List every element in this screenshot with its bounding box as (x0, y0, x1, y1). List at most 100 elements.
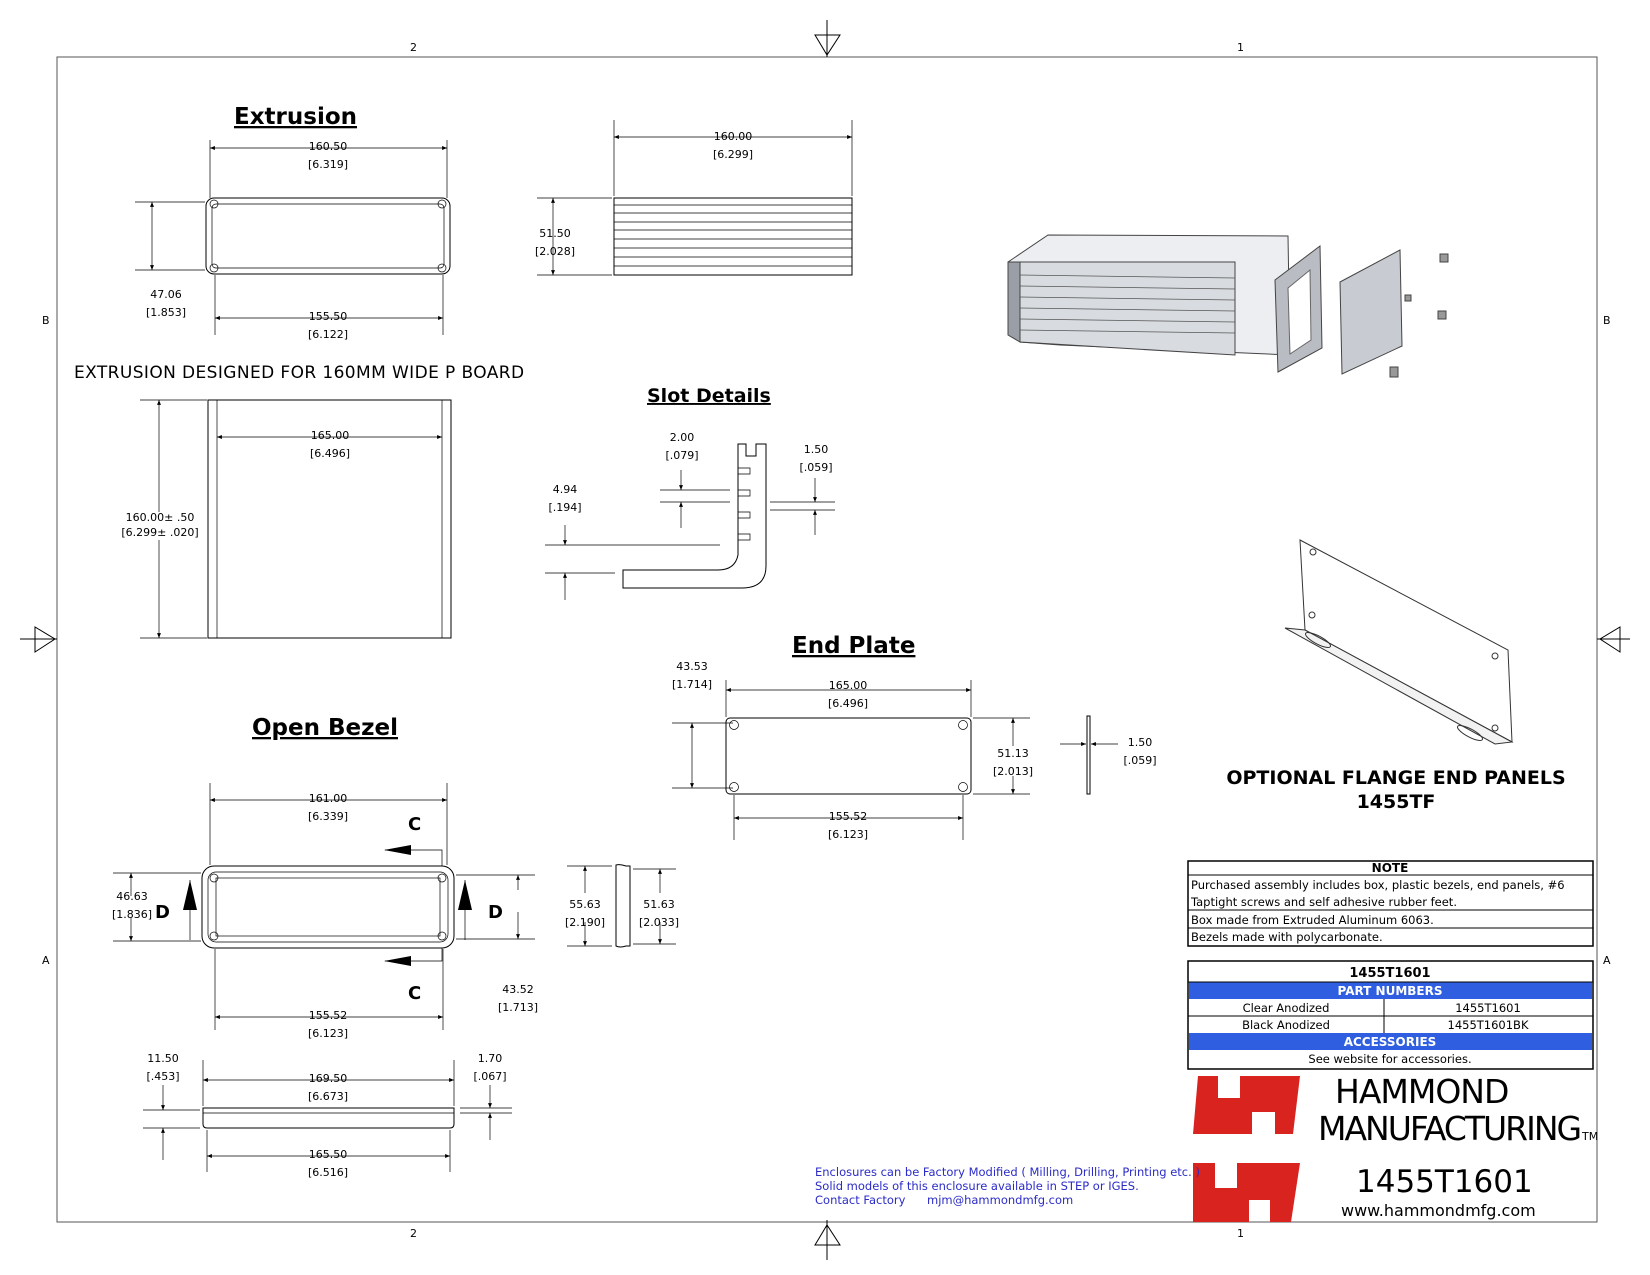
end-plate-width: 165.00 (829, 679, 868, 692)
extrusion-title: Extrusion (234, 104, 357, 130)
end-plate-title: End Plate (792, 633, 915, 659)
parts-accessories: See website for accessories. (1308, 1052, 1471, 1066)
section-c-top: C (408, 814, 421, 835)
note-row-2: Taptight screws and self adhesive rubber… (1190, 895, 1457, 909)
end-plate-height: 51.13 (997, 747, 1029, 760)
company-web: www.hammondmfg.com (1341, 1201, 1536, 1220)
side-length: 160.00 (714, 130, 753, 143)
extrusion-width-top: 160.50 (309, 140, 348, 153)
bezel-h2: 55.63 (569, 898, 601, 911)
end-plate-offset: 43.53 (676, 660, 708, 673)
end-plate-bottom: 155.52 (829, 810, 868, 823)
section-c-bottom: C (408, 983, 421, 1004)
parts-row-2-label: Black Anodized (1242, 1018, 1330, 1032)
open-bezel (113, 783, 676, 1172)
top-view (140, 399, 452, 639)
bezel-h2-in: [2.190] (565, 916, 605, 929)
end-plate-thick-in: [.059] (1123, 754, 1156, 767)
slot-d1: 2.00 (670, 431, 695, 444)
footer-contact-label: Contact Factory (815, 1193, 906, 1207)
bezel-w3: 165.50 (309, 1148, 348, 1161)
note-row-3: Box made from Extruded Aluminum 6063. (1191, 913, 1434, 927)
enclosure-isometric (1007, 234, 1449, 378)
section-d-left: D (155, 902, 170, 923)
note-table (1187, 860, 1594, 947)
extrusion-width-top-in: [6.319] (308, 158, 348, 171)
slot-d2-in: [.059] (799, 461, 832, 474)
bezel-h4: 43.52 (502, 983, 534, 996)
parts-table (1187, 960, 1594, 1070)
footer-line1: Enclosures can be Factory Modified ( Mil… (815, 1165, 1200, 1179)
bezel-bottom: 155.52 (309, 1009, 348, 1022)
zone-b-left: B (42, 314, 50, 327)
side-height: 51.50 (539, 227, 571, 240)
slot-title: Slot Details (647, 385, 771, 407)
bezel-w3-in: [6.516] (308, 1166, 348, 1179)
parts-row-1-part: 1455T1601 (1455, 1001, 1521, 1015)
board-note: EXTRUSION DESIGNED FOR 160MM WIDE P BOAR… (74, 363, 524, 383)
slot-d2: 1.50 (804, 443, 829, 456)
end-plate-thick: 1.50 (1128, 736, 1153, 749)
side-length-in: [6.299] (713, 148, 753, 161)
extrusion-profile (135, 140, 451, 335)
zone-2-top: 2 (410, 41, 417, 54)
note-row-4: Bezels made with polycarbonate. (1191, 930, 1383, 944)
end-plate-bottom-in: [6.123] (828, 828, 868, 841)
open-bezel-title: Open Bezel (252, 715, 398, 741)
flange-panel (1284, 539, 1514, 745)
note-row-1: Purchased assembly includes box, plastic… (1191, 878, 1565, 892)
bezel-t-in: [.067] (473, 1070, 506, 1083)
end-plate-width-in: [6.496] (828, 697, 868, 710)
flange-line1: OPTIONAL FLANGE END PANELS (1226, 767, 1565, 789)
top-length-in: [6.299± .020] (121, 526, 198, 539)
bezel-h3-in: [2.033] (639, 916, 679, 929)
side-height-in: [2.028] (535, 245, 575, 258)
zone-a-right: A (1603, 954, 1611, 967)
company-line2: MANUFACTURING (1318, 1109, 1580, 1148)
bezel-width-in: [6.339] (308, 810, 348, 823)
footer-contact-email[interactable]: mjm@hammondmfg.com (927, 1193, 1073, 1207)
section-d-right: D (488, 902, 503, 923)
end-plate-height-in: [2.013] (993, 765, 1033, 778)
parts-row-1-label: Clear Anodized (1243, 1001, 1330, 1015)
bezel-h4-in: [1.713] (498, 1001, 538, 1014)
end-plate-offset-in: [1.714] (672, 678, 712, 691)
extrusion-height: 47.06 (150, 288, 182, 301)
bezel-t: 1.70 (478, 1052, 503, 1065)
footer-line2: Solid models of this enclosure available… (815, 1179, 1139, 1193)
side-view (537, 120, 853, 276)
slot-d1-in: [.079] (665, 449, 698, 462)
bezel-bottom-in: [6.123] (308, 1027, 348, 1040)
slot-d3: 4.94 (553, 483, 578, 496)
parts-row-2-part: 1455T1601BK (1448, 1018, 1529, 1032)
extrusion-width-bottom-in: [6.122] (308, 328, 348, 341)
parts-title: 1455T1601 (1349, 966, 1430, 981)
zone-a-left: A (42, 954, 50, 967)
parts-section-numbers: PART NUMBERS (1338, 984, 1443, 998)
extrusion-height-in: [1.853] (146, 306, 186, 319)
bezel-w2: 169.50 (309, 1072, 348, 1085)
bezel-depth-in: [.453] (146, 1070, 179, 1083)
zone-2-bottom: 2 (410, 1227, 417, 1240)
bezel-w2-in: [6.673] (308, 1090, 348, 1103)
hammond-logo (1193, 1076, 1300, 1222)
zone-b-right: B (1603, 314, 1611, 327)
extrusion-width-bottom: 155.50 (309, 310, 348, 323)
bezel-width: 161.00 (309, 792, 348, 805)
note-header: NOTE (1372, 861, 1409, 875)
slot-d3-in: [.194] (548, 501, 581, 514)
end-plate (672, 680, 1118, 840)
company-part: 1455T1601 (1356, 1164, 1533, 1200)
company-line1: HAMMOND (1335, 1072, 1508, 1111)
bezel-height: 46.63 (116, 890, 148, 903)
zone-1-bottom: 1 (1237, 1227, 1244, 1240)
flange-line2: 1455TF (1357, 791, 1436, 813)
zone-1-top: 1 (1237, 41, 1244, 54)
parts-section-accessories: ACCESSORIES (1344, 1035, 1437, 1049)
top-length: 160.00± .50 (126, 511, 195, 524)
center-marks (20, 20, 1630, 1260)
bezel-depth: 11.50 (147, 1052, 179, 1065)
top-width-in: [6.496] (310, 447, 350, 460)
bezel-h3: 51.63 (643, 898, 675, 911)
